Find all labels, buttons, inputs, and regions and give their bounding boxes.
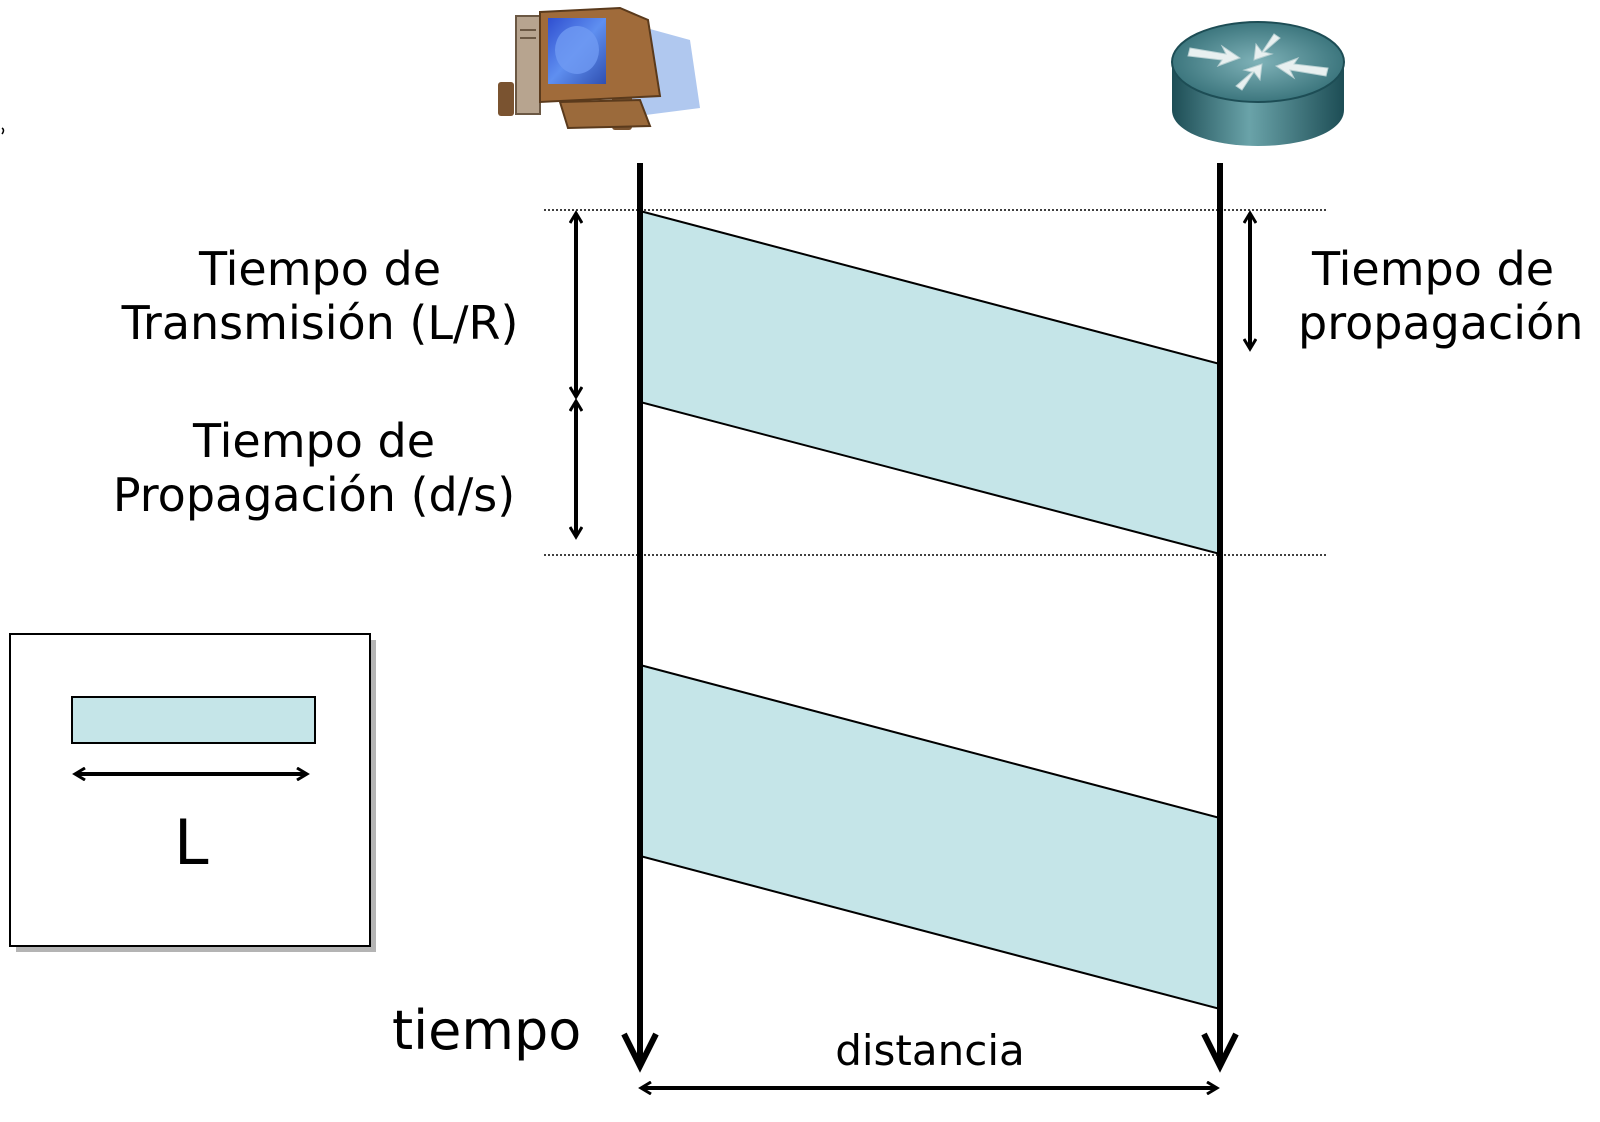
- transmission-time-line1: Tiempo de: [198, 242, 442, 296]
- transmission-time-label: Tiempo de Transmisión (L/R): [110, 246, 530, 346]
- propagation-time-line2: Propagación (d/s): [112, 468, 516, 522]
- time-axis-label: tiempo: [392, 999, 582, 1062]
- packet-2: [639, 663, 1221, 1011]
- right-propagation-label: Tiempo de propagación: [1298, 242, 1584, 350]
- packet-1: [639, 209, 1221, 556]
- transmission-time-line2: Transmisión (L/R): [121, 296, 519, 350]
- propagation-time-line1: Tiempo de: [192, 414, 436, 468]
- legend-packet: [71, 696, 316, 744]
- right-propagation-line1: Tiempo de: [1311, 242, 1555, 296]
- router-icon: [1171, 21, 1345, 146]
- propagation-time-label: Tiempo de Propagación (d/s): [104, 418, 524, 518]
- sender-timeline: [621, 163, 659, 1073]
- distance-label: distancia: [835, 1026, 1025, 1075]
- right-propagation-line2: propagación: [1298, 296, 1584, 350]
- computer-icon: [498, 6, 700, 130]
- packet-length-legend: [9, 633, 376, 952]
- receiver-timeline: [1201, 163, 1239, 1073]
- edge-mark: [1, 127, 5, 135]
- packet-length-label: L: [174, 806, 209, 879]
